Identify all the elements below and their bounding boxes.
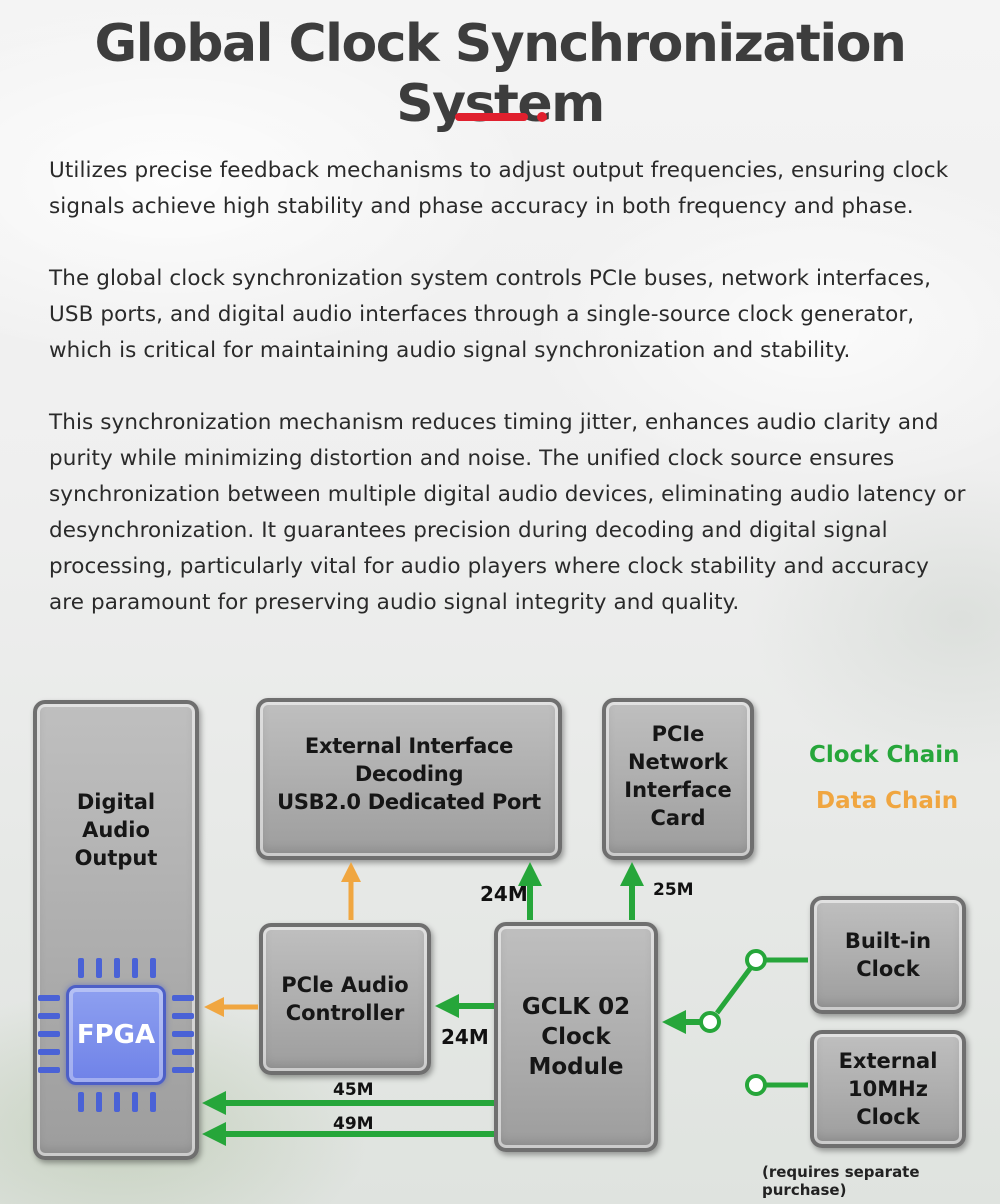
clock-module-label: GCLK 02 Clock Module [521,994,631,1080]
clock-selector-pivot [699,1011,721,1033]
usb-port-box: External Interface Decoding USB2.0 Dedic… [256,698,562,860]
fpga-label: FPGA [76,1020,156,1050]
builtin-clock-label: Built-in Clock [844,929,932,981]
external-clock-label: External 10MHz Clock [838,1049,938,1129]
external-clock-terminal [745,1074,767,1096]
usb-port-label: External Interface Decoding USB2.0 Dedic… [277,734,541,814]
network-card-box: PCIe Network Interface Card [602,698,754,860]
clock-selector-switch [714,964,755,1015]
page-title: Global Clock Synchronization System [94,14,907,134]
legend-clock-chain: Clock Chain [809,742,960,768]
signal-label-controller: 24M [441,1025,489,1049]
title-accent-dot [537,112,547,122]
signal-label-usb: 24M [480,882,528,906]
intro-paragraph-1: Utilizes precise feedback mechanisms to … [49,158,949,219]
signal-label-network: 25M [653,880,694,900]
network-card-label: PCIe Network Interface Card [624,722,732,830]
signal-label-45m: 45M [333,1080,374,1100]
builtin-clock-terminal [745,949,767,971]
purchase-note: (requires separate purchase) [762,1163,920,1199]
digital-audio-output-label: Digital Audio Output [74,790,158,870]
pcie-audio-controller-label: PCle Audio Controller [281,973,409,1025]
title-accent-bar [455,113,528,121]
fpga-chip-icon: FPGA [66,985,166,1085]
signal-label-49m: 49M [333,1114,374,1134]
legend-data-chain: Data Chain [816,788,959,814]
fpga-pins [38,958,194,1112]
builtin-clock-box: Built-in Clock [810,896,966,1014]
intro-paragraph-2: The global clock synchronization system … [49,266,932,363]
intro-paragraph-3: This synchronization mechanism reduces t… [49,410,966,615]
external-clock-box: External 10MHz Clock [810,1030,966,1148]
clock-module-box: GCLK 02 Clock Module [494,922,658,1152]
pcie-audio-controller-box: PCle Audio Controller [259,923,431,1075]
